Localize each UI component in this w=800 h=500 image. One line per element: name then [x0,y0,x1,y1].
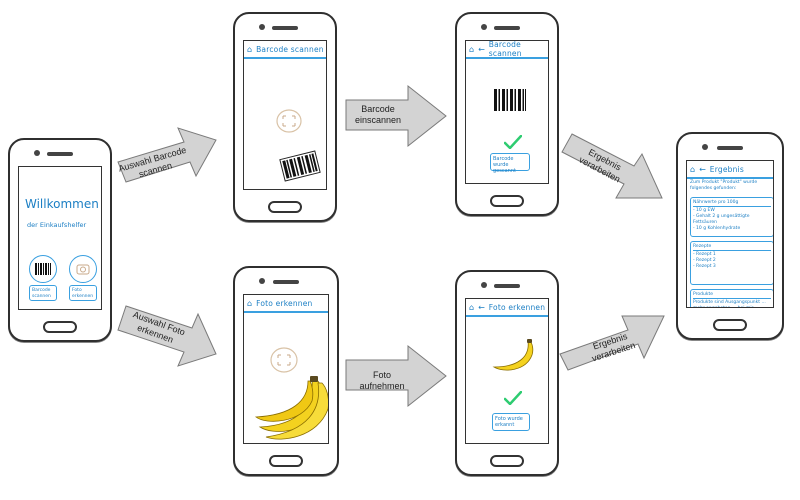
camera-dot [481,282,487,288]
screen-title: Foto erkennen [488,302,546,312]
option-photo-button[interactable] [69,255,97,283]
speaker [717,146,743,150]
home-icon[interactable]: ⌂ [247,298,253,308]
recipes-header: Rezepte [693,244,771,251]
home-icon[interactable]: ⌂ [469,302,475,312]
speaker [273,280,299,284]
arrow-foto-aufnehmen [345,344,447,408]
phone-barcode-scan: ⌂ Barcode scannen [233,12,337,222]
screen-title: Ergebnis [709,164,744,174]
home-icon[interactable]: ⌂ [469,44,475,54]
arrow-barcode-einscannen [345,84,447,148]
home-button[interactable] [490,195,524,207]
nutrition-header: Nährwerte pro 100g [693,200,771,207]
screen-title: Barcode scannen [256,44,324,54]
speaker [47,152,73,156]
arrow-ergebnis-oben [561,133,663,199]
arrow-label-foto-aufnehmen: Foto aufnehmen [359,370,405,391]
phone-photo-recognize: ⌂ Foto erkennen [233,266,339,476]
camera-viewfinder-icon [270,347,298,373]
products-text: Produkte sind Ausgangspunkt ... mehr ang… [693,300,766,307]
result-intro: Zum Produkt "Produkt" wurde folgendes ge… [690,180,758,191]
camera-viewfinder-icon [276,109,302,133]
back-arrow-icon[interactable]: ← [478,302,485,312]
option-barcode-button[interactable] [29,255,57,283]
recipe-item[interactable]: - Rezept 2 [693,258,716,263]
recipe-item[interactable]: - Rezept 1 [693,252,716,257]
nutrition-item: - Gehalt 2 g ungesättigte Fettsäuren [693,214,750,225]
camera-dot [702,144,708,150]
nutrition-box: Nährwerte pro 100g - 10 g EW - Gehalt 2 … [690,197,773,237]
photo-done-screen: ⌂ ← Foto erkennen Foto wurde erkannt [465,298,549,444]
speaker [272,26,298,30]
barcode-image [494,89,526,111]
barcode-scan-screen: ⌂ Barcode scannen [243,40,327,190]
screen-title: Foto erkennen [256,298,313,308]
app-bar: ⌂ ← Ergebnis [687,161,773,179]
phone-result: ⌂ ← Ergebnis Zum Produkt "Produkt" wurde… [676,132,784,340]
back-arrow-icon[interactable]: ← [478,44,485,54]
status-box: Foto wurde erkannt [492,413,530,431]
camera-dot [259,24,265,30]
home-icon[interactable]: ⌂ [690,164,696,174]
arrow-auswahl-barcode [117,127,217,183]
banana-bunch-image [254,376,328,440]
screen-title: Barcode scannen [488,40,522,58]
photo-recognize-screen: ⌂ Foto erkennen [243,294,329,444]
result-screen: ⌂ ← Ergebnis Zum Produkt "Produkt" wurde… [686,160,774,308]
check-icon [504,391,522,405]
welcome-title: Willkommen [25,197,99,211]
recipes-box: Rezepte - Rezept 1 - Rezept 2 - Rezept 3 [690,241,773,285]
arrow-label-barcode-einscannen: Barcode einscannen [354,104,402,125]
home-button[interactable] [713,319,747,331]
app-bar: ⌂ ← Foto erkennen [466,299,548,317]
app-bar: ⌂ Barcode scannen [244,41,326,59]
products-header: Produkte [693,292,771,299]
home-button[interactable] [268,201,302,213]
arrow-auswahl-foto [117,305,217,367]
back-arrow-icon[interactable]: ← [699,164,706,174]
barcode-image [279,150,321,182]
camera-dot [34,150,40,156]
speaker [494,284,520,288]
phone-welcome: Willkommen der Einkaufshelfer Barcode sc… [8,138,112,342]
nutrition-item: - 10 g EW [693,208,715,213]
option-barcode-label: Barcode scannen [29,285,57,301]
welcome-screen: Willkommen der Einkaufshelfer Barcode sc… [18,166,102,310]
option-photo-label: Foto erkennen [69,285,97,301]
camera-icon [76,264,90,275]
recipe-item[interactable]: - Rezept 3 [693,264,716,269]
speaker [494,26,520,30]
app-bar: ⌂ ← Barcode scannen [466,41,548,59]
camera-dot [481,24,487,30]
welcome-subtitle: der Einkaufshelfer [27,221,87,229]
status-box: Barcode wurde gescannt [490,153,530,174]
home-button[interactable] [43,321,77,333]
app-bar: ⌂ Foto erkennen [244,295,328,313]
check-icon [504,135,522,149]
barcode-done-screen: ⌂ ← Barcode scannen Barcode wurde gescan… [465,40,549,184]
nutrition-item: - 10 g Kohlenhydrate [693,226,741,231]
products-box: Produkte Produkte sind Ausgangspunkt ...… [690,289,773,307]
banana-image [492,339,534,371]
phone-barcode-done: ⌂ ← Barcode scannen Barcode wurde gescan… [455,12,559,216]
barcode-icon [35,263,51,275]
arrow-ergebnis-unten [559,315,665,371]
phone-photo-done: ⌂ ← Foto erkennen Foto wurde erkannt [455,270,559,476]
home-button[interactable] [269,455,303,467]
home-button[interactable] [490,455,524,467]
home-icon[interactable]: ⌂ [247,44,253,54]
camera-dot [259,278,265,284]
